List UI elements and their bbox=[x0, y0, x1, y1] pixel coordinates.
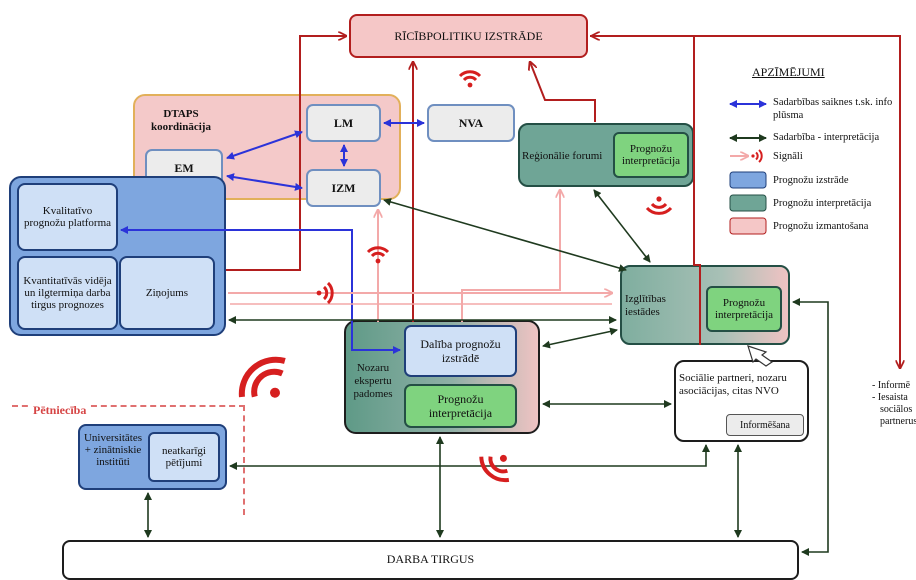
education-interp-label: Prognožu interpretācija bbox=[714, 297, 774, 321]
red-arrow-forums-policy bbox=[530, 62, 596, 122]
izm-label: IZM bbox=[331, 180, 356, 195]
informing-box: Informēšana bbox=[726, 414, 804, 436]
social-partners-label: Sociālie partneri, nozaru asociācijas, c… bbox=[679, 372, 787, 397]
legend-item-label: Prognožu izmantošana bbox=[773, 221, 869, 232]
legend-item-label: Sadarbība - interpretācija bbox=[773, 132, 880, 143]
expert-interp-label: Prognožu interpretācija bbox=[428, 392, 493, 420]
side-note-line: - Iesaista bbox=[872, 392, 908, 403]
nva-box: NVA bbox=[427, 104, 515, 142]
blue-arrow-em-izm bbox=[226, 173, 303, 191]
signal-icon-large bbox=[479, 454, 510, 483]
legend-item-label: Prognožu interpretācija bbox=[773, 198, 872, 209]
informing-label: Informēšana bbox=[740, 419, 790, 431]
legend-green-box-symbol bbox=[729, 194, 767, 212]
labour-market-label: DARBA TIRGUS bbox=[386, 552, 475, 566]
forecast-participation-label: Dalība prognožu izstrādē bbox=[420, 337, 501, 365]
side-note-line: partnerus bbox=[880, 416, 916, 427]
regional-forums-label: Reģionālie forumi bbox=[522, 150, 603, 162]
izm-box: IZM bbox=[306, 169, 381, 207]
expert-councils-label: Nozaru ekspertu padomes bbox=[353, 362, 393, 400]
legend-pink-box-symbol bbox=[729, 217, 767, 235]
independent-research-box: neatkarīgi pētījumi bbox=[148, 432, 220, 482]
legend-blue-box-symbol bbox=[729, 171, 767, 189]
research-title: Pētniecība bbox=[30, 404, 90, 417]
legend-item-label: Prognožu izstrāde bbox=[773, 175, 849, 186]
hollow-arrow-social-edu bbox=[747, 345, 774, 367]
quality-platform-label: Kvalitatīvo prognožu platforma bbox=[23, 205, 112, 229]
policy-development-box: RĪCĪBPOLITIKU IZSTRĀDE bbox=[349, 14, 588, 58]
expert-interp-box: Prognožu interpretācija bbox=[404, 384, 517, 428]
signal-icon-large bbox=[238, 356, 286, 398]
legend-item-label: Sadarbības saiknes t.sk. info plūsma bbox=[773, 97, 893, 121]
legend-title: APZĪMĒJUMI bbox=[752, 65, 825, 79]
nva-label: NVA bbox=[458, 115, 484, 130]
green-arrow-izm-edu bbox=[383, 198, 627, 272]
legend-signal-icon bbox=[751, 149, 763, 163]
blue-arrow-platform-experts bbox=[120, 226, 401, 354]
quant-forecasts-box: Kvantitatīvās vidēja un ilgtermiņa darba… bbox=[17, 256, 118, 330]
signal-icon bbox=[316, 281, 334, 305]
forecast-participation-box: Dalība prognožu izstrādē bbox=[404, 325, 517, 377]
policy-label: RĪCĪBPOLITIKU IZSTRĀDE bbox=[394, 28, 543, 43]
quant-forecasts-label: Kvantitatīvās vidēja un ilgtermiņa darba… bbox=[23, 275, 112, 311]
pink-arrow-experts-forums bbox=[461, 190, 560, 322]
side-note: - Informē - Iesaista sociālos partnerus bbox=[872, 380, 916, 428]
signal-icon bbox=[366, 246, 390, 264]
side-note-line: - Informē bbox=[872, 380, 911, 391]
green-arrow-experts-edu bbox=[542, 327, 618, 349]
signal-icon bbox=[645, 196, 673, 215]
side-note-line: sociālos bbox=[880, 404, 913, 415]
green-arrow-forums-edu bbox=[593, 189, 651, 263]
lm-label: LM bbox=[333, 115, 354, 130]
quality-platform-box: Kvalitatīvo prognožu platforma bbox=[17, 183, 118, 251]
education-interp-box: Prognožu interpretācija bbox=[706, 286, 782, 332]
universities-label: Universitātes + zinātniskie institūti bbox=[83, 432, 143, 468]
legend-item-label: Signāli bbox=[773, 151, 803, 162]
education-institutions-label: Izglītības iestādes bbox=[625, 293, 666, 318]
independent-research-label: neatkarīgi pētījumi bbox=[162, 445, 206, 469]
green-arrow-univ-social bbox=[229, 444, 710, 470]
dtaps-label: DTAPS koordinācija bbox=[151, 108, 211, 133]
em-label: EM bbox=[174, 160, 194, 175]
red-arrow-side bbox=[590, 35, 900, 368]
red-arrow-edu-policy bbox=[592, 36, 701, 345]
blue-arrow-em-lm bbox=[226, 130, 303, 160]
regional-interp-label: Prognožu interpretācija bbox=[621, 143, 681, 167]
green-arrow-edu-market bbox=[792, 298, 829, 556]
regional-interp-box: Prognožu interpretācija bbox=[613, 132, 689, 178]
signal-icon bbox=[458, 70, 482, 88]
lm-box: LM bbox=[306, 104, 381, 142]
